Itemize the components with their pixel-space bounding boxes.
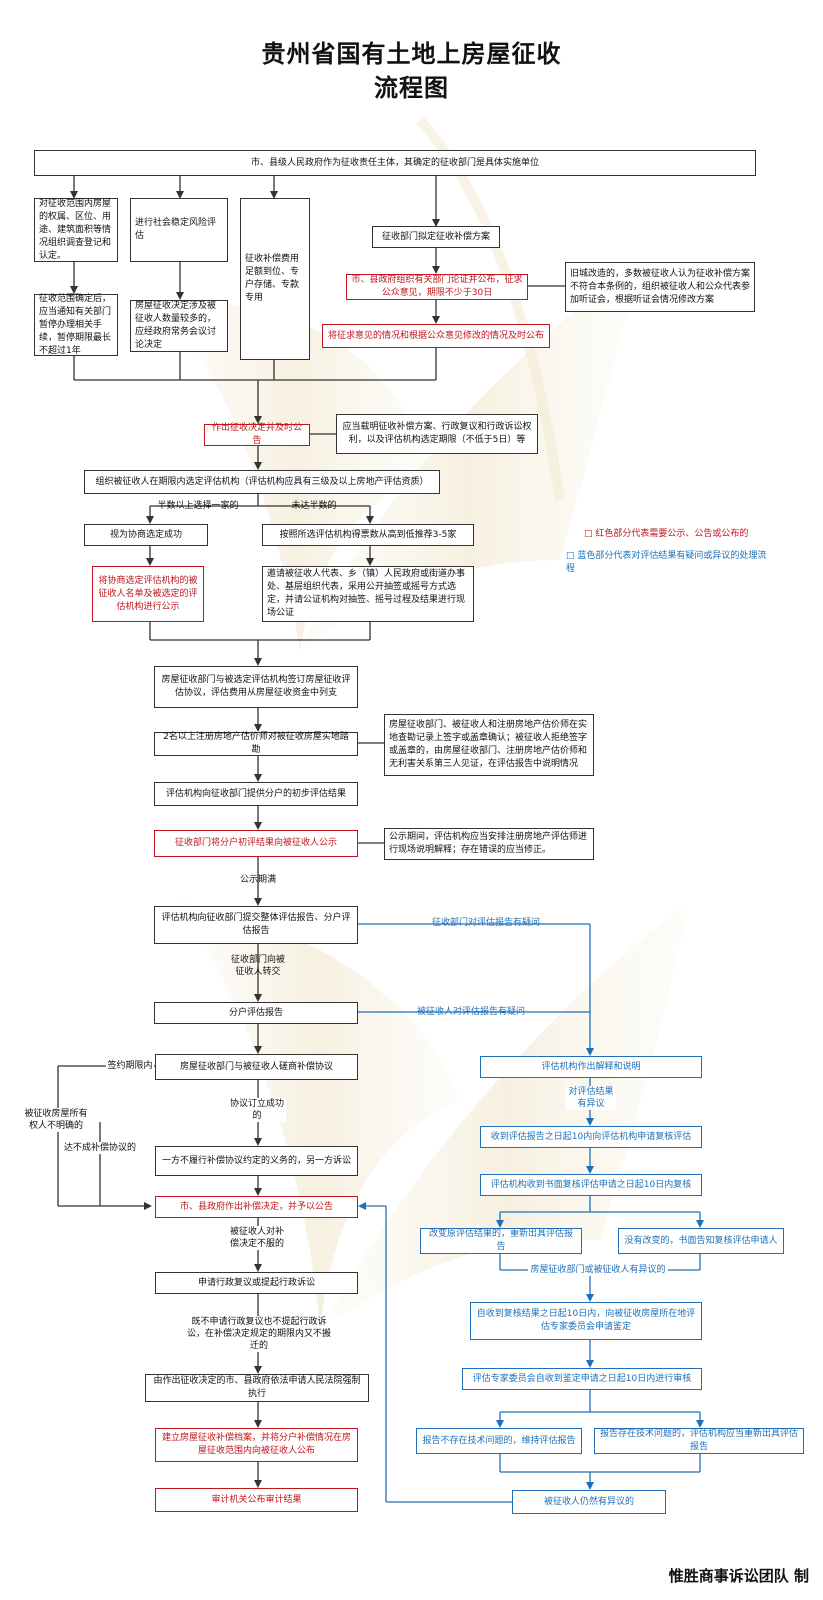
node-site-survey: 2名以上注册房地产估价师对被征收房屋实地踏勘 bbox=[154, 732, 358, 756]
node-expert-review: 评估专家委员会自收到鉴定申请之日起10日内进行审核 bbox=[462, 1368, 702, 1390]
label-owner-unclear: 被征收房屋所有权人不明确的 bbox=[22, 1108, 90, 1132]
label-no-appeal: 既不申请行政复议也不提起行政诉讼，在补偿决定规定的期限内又不搬迁的 bbox=[184, 1316, 334, 1352]
node-prelim: 评估机构向征收部门提供分户的初步评估结果 bbox=[154, 782, 358, 806]
node-archive: 建立房屋征收补偿档案，并将分户补偿情况在房屋征收范围内向被征收人公布 bbox=[155, 1428, 358, 1462]
label-objection: 对评估结果有异议 bbox=[566, 1086, 616, 1110]
node-audit: 审计机关公布审计结果 bbox=[155, 1488, 358, 1512]
node-still-objects: 被征收人仍然有异议的 bbox=[512, 1490, 666, 1514]
node-recheck: 评估机构收到书面复核评估申请之日起10日内复核 bbox=[480, 1174, 702, 1196]
node-top-responsibility: 市、县级人民政府作为征收责任主体，其确定的征收部门是具体实施单位 bbox=[34, 150, 756, 176]
node-negotiate: 房屋征收部门与被征收人磋商补偿协议 bbox=[155, 1054, 358, 1080]
node-changed: 改变原评估结果的，重新出具评估报告 bbox=[420, 1228, 582, 1254]
node-meeting: 房屋征收决定涉及被征收人数量较多的，应经政府常务会议讨论决定 bbox=[130, 300, 228, 352]
node-breach: 一方不履行补偿协议约定的义务的，另一方诉讼 bbox=[155, 1146, 358, 1176]
label-transfer: 征收部门向被征收人转交 bbox=[230, 955, 285, 977]
node-submit-report: 评估机构向征收部门提交整体评估报告、分户评估报告 bbox=[154, 906, 358, 944]
label-sign-period: 签约期限内 bbox=[106, 1060, 154, 1072]
node-prelim-note: 公示期间，评估机构应当安排注册房地产评估师进行现场说明解释；存在错误的应当修正。 bbox=[384, 828, 594, 860]
label-no-deal: 达不成补偿协议的 bbox=[62, 1142, 138, 1154]
node-publish-opinion: 将征求意见的情况和根据公众意见修改的情况及时公布 bbox=[322, 324, 550, 348]
node-has-issue: 报告存在技术问题的，评估机构应当重新出具评估报告 bbox=[594, 1428, 804, 1454]
node-select-agency: 组织被征收人在期限内选定评估机构（评估机构应具有三级及以上房地产评估资质） bbox=[84, 470, 440, 494]
node-no-issue: 报告不存在技术问题的，维持评估报告 bbox=[416, 1428, 582, 1454]
footer-credit: 惟胜商事诉讼团队 制 bbox=[668, 1567, 809, 1585]
node-contract: 房屋征收部门与被选定评估机构签订房屋征收评估协议，评估费用从房屋征收资金中列支 bbox=[154, 666, 358, 708]
node-appeal: 申请行政复议或提起行政诉讼 bbox=[155, 1272, 358, 1294]
node-prelim-publish: 征收部门将分户初评结果向被征收人公示 bbox=[154, 830, 358, 857]
label-still-objection: 房屋征收部门或被征收人有异议的 bbox=[528, 1264, 668, 1276]
label-expire: 公示期满 bbox=[239, 875, 276, 885]
node-recheck-apply: 收到评估报告之日起10内向评估机构申请复核评估 bbox=[480, 1126, 702, 1148]
title-line-1: 贵州省国有土地上房屋征收 bbox=[261, 40, 562, 68]
node-survey: 对征收范围内房屋的权属、区位、用途、建筑面积等情况组织调查登记和认定。 bbox=[34, 198, 118, 262]
label-deal-success: 协议订立成功的 bbox=[228, 1098, 286, 1122]
node-enforce: 由作出征收决定的市、县政府依法申请人民法院强制执行 bbox=[145, 1374, 369, 1402]
node-gov-decision: 市、县政府作出补偿决定，并予以公告 bbox=[155, 1196, 358, 1218]
label-under-half: 未达半数的 bbox=[291, 501, 337, 511]
node-suspend: 征收范围确定后，应当通知有关部门暂停办理相关手续，暂停期限最长不超过1年 bbox=[34, 294, 118, 356]
legend-blue: □ 蓝色部分代表对评估结果有疑问或异议的处理流程 bbox=[566, 551, 767, 574]
node-explain: 评估机构作出解释和说明 bbox=[480, 1056, 702, 1078]
node-decision: 作出征收决定并及时公告 bbox=[204, 423, 310, 446]
node-demonstrate: 市、县政府组织有关部门论证并公布，征求公众意见，期限不少于30日 bbox=[346, 274, 528, 300]
node-lottery: 邀请被征收人代表、乡（镇）人民政府或街道办事处、基层组织代表，采用公开抽签或摇号… bbox=[262, 566, 474, 622]
label-over-half: 半数以上选择一家的 bbox=[157, 501, 239, 511]
label-owner-doubt: 被征收人对评估报告有疑问 bbox=[416, 1007, 525, 1017]
label-dissatisfied: 被征收人对补偿决定不服的 bbox=[228, 1226, 286, 1250]
node-site-note: 房屋征收部门、被征收人和注册房地产估价师在实地查勘记录上签字或盖章确认；被征收人… bbox=[384, 714, 594, 776]
node-plan: 征收部门拟定征收补偿方案 bbox=[372, 226, 500, 248]
node-old-town: 旧城改造的，多数被征收人认为征收补偿方案不符合本条例的，组织被征收人和公众代表参… bbox=[565, 262, 755, 312]
node-fund: 征收补偿费用足额到位、专户存储、专款专用 bbox=[240, 198, 310, 360]
node-expert-apply: 自收到复核结果之日起10日内，向被征收房屋所在地评估专家委员会申请鉴定 bbox=[470, 1302, 702, 1340]
node-vote: 按照所选评估机构得票数从高到低推荐3-5家 bbox=[262, 524, 474, 546]
label-dept-doubt: 征收部门对评估报告有疑问 bbox=[431, 918, 540, 928]
node-unchanged: 没有改变的，书面告知复核评估申请人 bbox=[618, 1228, 784, 1254]
title-line-2: 流程图 bbox=[374, 74, 449, 102]
node-agreed: 视为协商选定成功 bbox=[84, 524, 208, 546]
node-decision-note: 应当载明征收补偿方案、行政复议和行政诉讼权利，以及评估机构选定期限（不低于5日）… bbox=[336, 414, 538, 454]
node-publish-agency: 将协商选定评估机构的被征收人名单及被选定的评估机构进行公示 bbox=[92, 566, 204, 622]
node-risk-assessment: 进行社会稳定风险评估 bbox=[130, 198, 228, 262]
node-household-report: 分户评估报告 bbox=[154, 1002, 358, 1024]
legend-red: □ 红色部分代表需要公示、公告或公布的 bbox=[584, 529, 749, 539]
